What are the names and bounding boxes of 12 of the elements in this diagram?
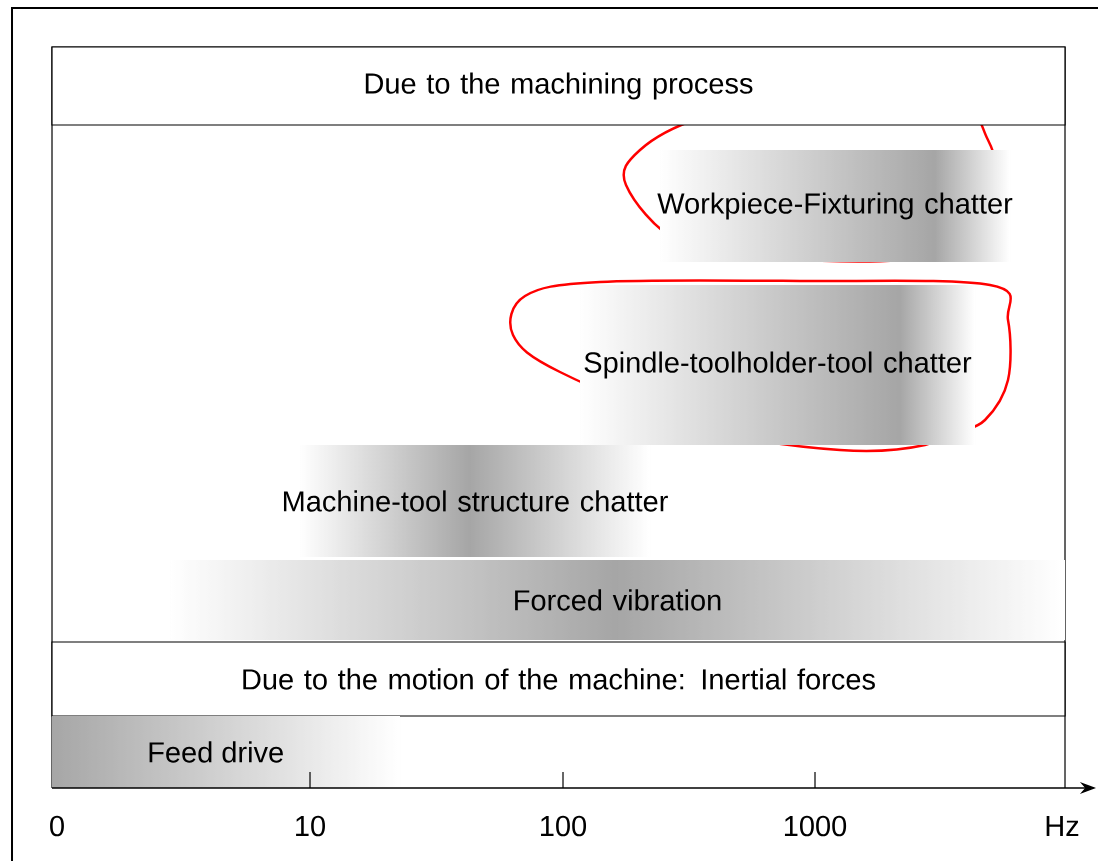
axis-label: 100 <box>541 815 587 837</box>
shaded-band: Spindle-toolholder-tool chatter <box>580 285 975 445</box>
shaded-band: Feed drive <box>52 716 400 788</box>
axis-label: 0 <box>50 815 64 837</box>
axis-label: 1000 <box>784 815 847 837</box>
axis-label: Hz <box>1046 816 1079 836</box>
shaded-band: Forced vibration <box>170 560 1065 640</box>
label-band: Due to the motion of the machine: Inertial forces <box>51 641 1066 717</box>
label-band: Due to the machining process <box>51 46 1066 126</box>
axis-label: 10 <box>296 815 325 837</box>
shaded-band: Machine-tool structure chatter <box>283 445 668 557</box>
shaded-band: Workpiece-Fixturing chatter <box>657 150 1013 262</box>
